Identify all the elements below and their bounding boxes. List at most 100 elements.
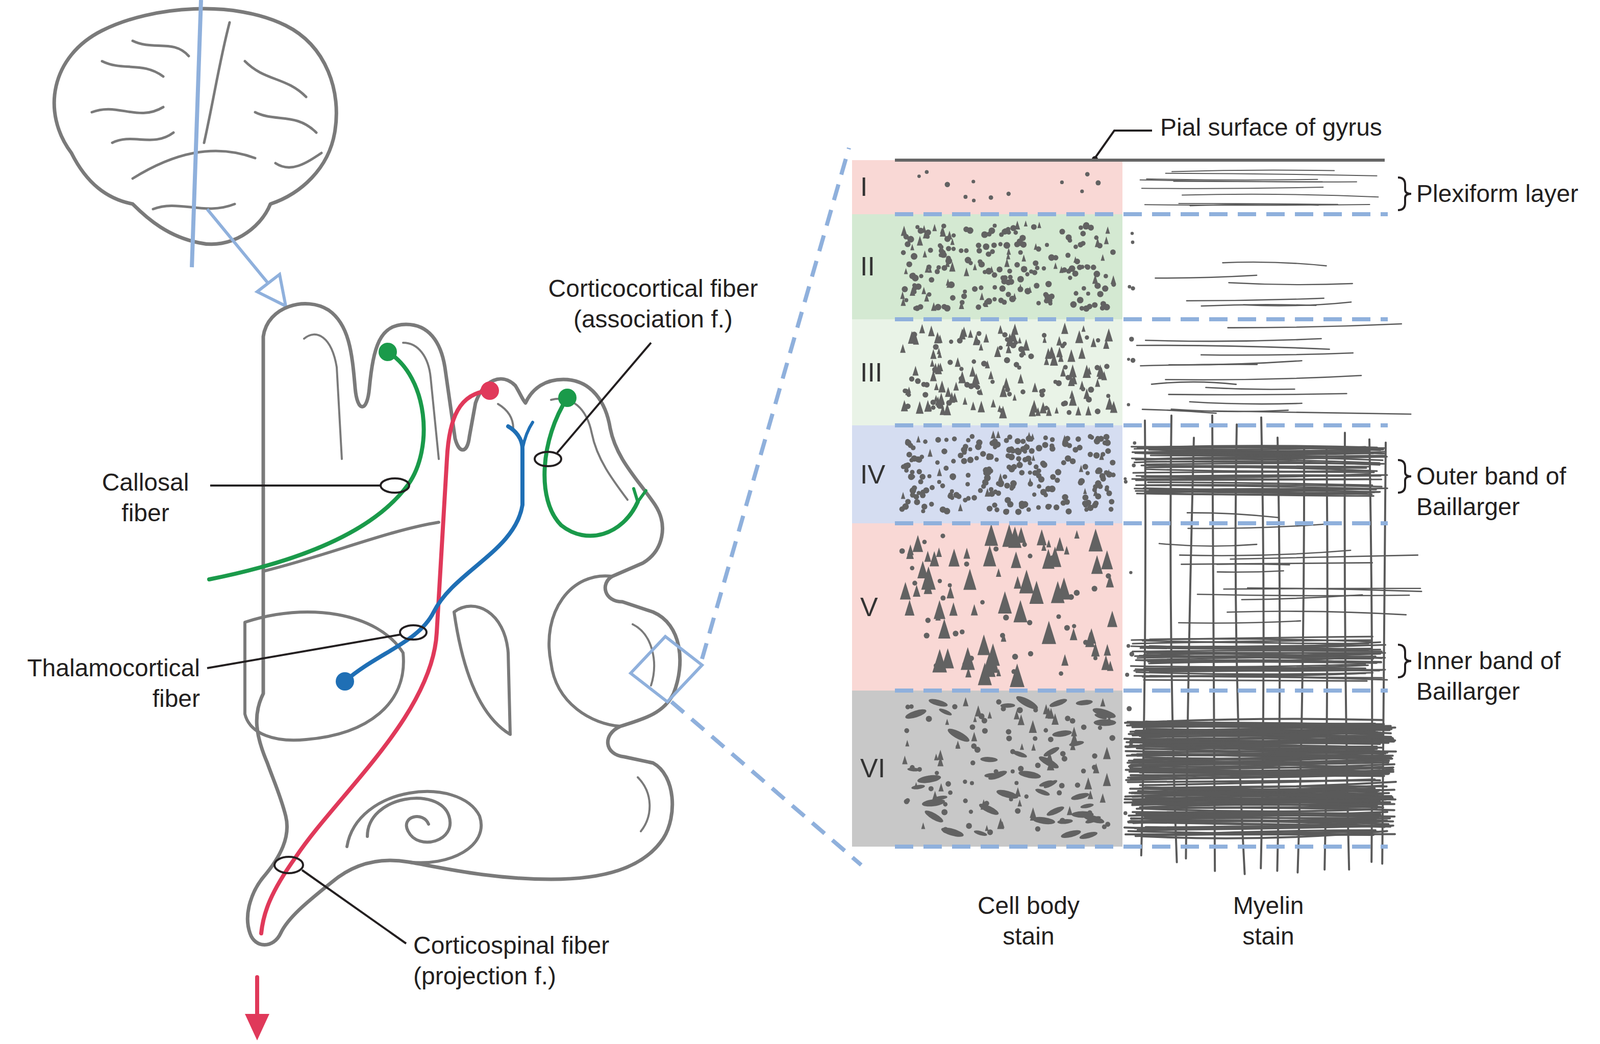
pyramidal-cell [972,716,977,723]
myelin-fiber [1186,298,1324,302]
cell-dot [943,465,949,471]
myelin-fiber [1168,393,1347,395]
cell-dot [1109,459,1116,466]
layer-boundary [894,521,1388,526]
cell-dot [1055,380,1062,387]
pyramidal-cell [945,278,950,286]
cell-dot [962,289,967,294]
cell-dot [1069,458,1077,465]
cell-dot [1004,438,1010,444]
cell-dot [1020,389,1026,395]
myelin-fiber [1145,463,1385,465]
myelin-fiber [1130,774,1389,780]
myelin-fiber [1131,817,1387,821]
cell-dot [942,827,949,834]
pyramidal-cell [1028,405,1036,417]
pyramidal-cell [997,473,1004,482]
pyramidal-cell [933,600,946,620]
pyramidal-cell [1082,364,1091,379]
pyramidal-cell [948,391,956,403]
myelin-fiber [1128,814,1379,818]
myelin-fiber [1149,488,1377,491]
myelin-fiber [1143,459,1380,463]
cell-dot [923,633,930,639]
cell-dot [909,469,915,475]
cell-dot [1018,503,1025,510]
cell-dot [996,266,1003,273]
cell-dot [1109,735,1116,742]
radial-bundle [1369,439,1372,863]
pyramidal-cell [904,267,909,274]
cell-dot [939,506,946,513]
myelin-fiber [1129,745,1396,753]
pyramidal-cell [995,430,1001,439]
pyramidal-cell [1087,790,1094,799]
cell-dot [1041,266,1046,271]
myelin-fiber [1128,821,1386,827]
pyramidal-cell [958,328,966,340]
myelin-fiber [1149,673,1366,677]
myelin-fiber [1147,648,1371,650]
myelin-fiber [1159,543,1257,547]
radial-bundle [1212,415,1215,871]
myelin-fiber [1150,673,1366,678]
myelin-fiber [1131,818,1382,822]
cell-dot [1004,482,1011,489]
cell-dot [1085,171,1090,177]
corpus-callosum [263,522,439,572]
pyramidal-cell [979,292,985,301]
cell-dot [1091,502,1098,509]
cell-dot [995,490,1002,496]
cell-dot [992,445,997,450]
pyramidal-cell [932,223,937,232]
pyramidal-cell [916,235,923,246]
cell-dot [1129,652,1135,658]
cell-dot [966,227,974,235]
cell-dot [1084,507,1089,512]
pyramidal-cell [907,386,912,393]
myelin-fiber [1126,737,1385,744]
cell-dot [1035,444,1043,452]
pyramidal-cell [1053,262,1058,270]
cell-dot [944,235,951,242]
myelin-fiber [1134,826,1383,829]
pyramidal-cell [936,468,942,477]
myelin-fiber [1139,757,1390,764]
radial-bundle [1141,420,1146,856]
brace [1397,644,1412,678]
cell-dot [999,285,1006,292]
myelin-fiber [1133,800,1383,808]
myelin-fiber [1128,831,1374,836]
pyramidal-cell [1008,526,1022,548]
cell-dot [970,760,976,766]
cell-dot [1048,485,1056,493]
myelin-fiber [1201,353,1354,356]
myelin-fiber [1134,447,1381,451]
cell-dot [943,305,951,312]
cell-dot [953,491,960,498]
pyramidal-cell [984,523,999,546]
myelin-fiber [1139,653,1368,657]
fusiform-cell [911,784,926,791]
myelin-fiber [1124,821,1382,830]
pyramidal-cell [931,791,939,804]
myelin-fiber [1136,493,1367,495]
cell-dot [991,502,997,508]
cell-dot [1111,282,1116,287]
cell-dot [1007,434,1013,440]
cell-dot [991,272,998,279]
cell-dot [959,629,965,635]
cell-dot [968,447,973,452]
myelin-fiber [1189,402,1303,405]
pyramidal-cell [1000,821,1005,829]
cell-dot [1047,504,1052,509]
cell-dot [993,769,999,774]
myelin-fiber [1135,656,1376,662]
cell-dot [991,242,997,248]
cell-dot [1060,180,1064,185]
pyramidal-cell [1033,243,1038,250]
cell-dot [1009,797,1014,802]
myelin-fiber [1127,755,1382,758]
cell-dot [992,285,997,290]
myelin-fiber [1187,512,1279,518]
